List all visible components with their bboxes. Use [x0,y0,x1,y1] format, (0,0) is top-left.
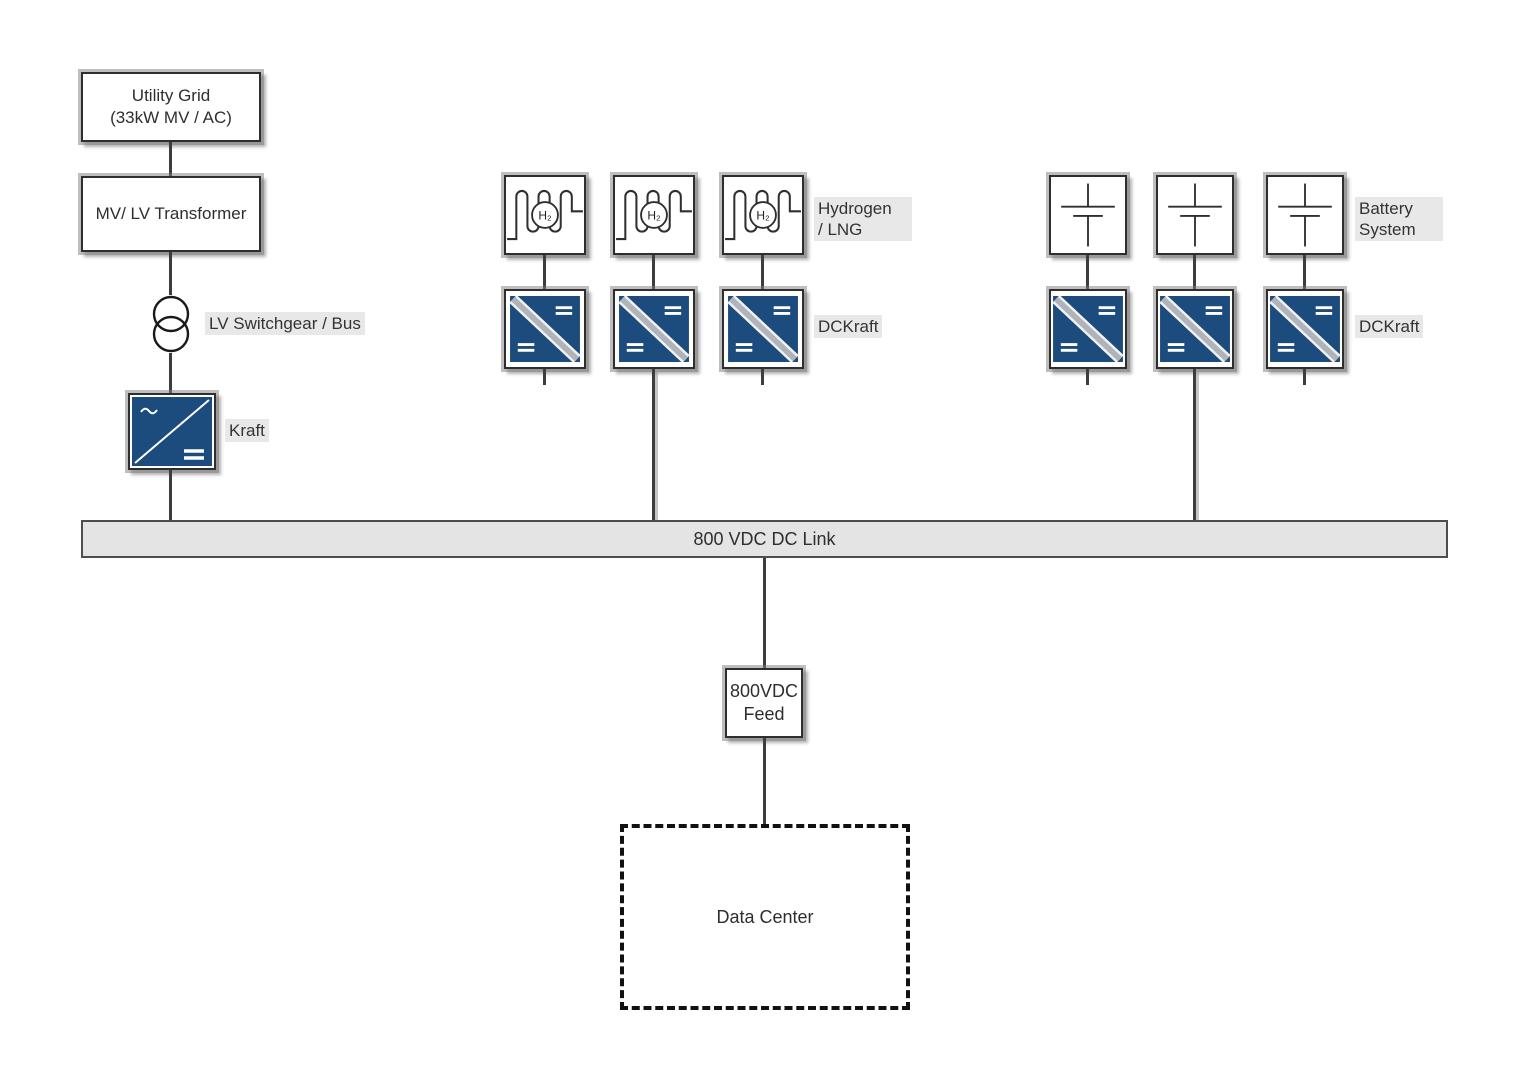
dc-dc-converter-icon [1160,296,1230,362]
hydrogen-unit-3: H₂ [722,175,804,255]
hydrogen-dc-converter-3 [722,289,804,369]
wire-batt-conv-to-bus [1193,369,1196,520]
battery-cell-icon [1278,183,1332,247]
utility-grid-label: Utility Grid [131,86,211,105]
hydrogen-coil-icon: H₂ [616,190,692,241]
utility-grid-rating: (33kW MV / AC) [110,108,232,127]
wire-batt-2 [1193,255,1196,289]
hydrogen-dc-converter-1 [504,289,586,369]
grid-ac-dc-converter [128,393,216,470]
grid-converter-label: Kraft [225,419,269,442]
lv-switchgear-label: LV Switchgear / Bus [205,312,365,335]
battery-cell-icon [1061,183,1115,247]
dc-dc-converter-icon [1053,296,1123,362]
hydrogen-dc-converters-label: DCKraft [814,315,883,338]
h2-symbol: H₂ [756,209,770,223]
hydrogen-group-label: Hydrogen / LNG [814,197,912,241]
wire-batt-3 [1303,255,1306,289]
battery-unit-1 [1049,175,1127,255]
dc-link-bus-label: 800 VDC DC Link [693,528,836,549]
wire-h2-conv-to-bus [652,369,655,520]
wire-bus-to-feed [763,558,766,668]
stub-h2-conv-1 [543,369,546,385]
wire-converter-to-bus [169,470,172,520]
battery-unit-2 [1156,175,1234,255]
h2-circle [531,201,559,229]
h2-symbol: H₂ [647,209,661,223]
wire-grid-to-transformer [169,142,172,176]
battery-dc-converter-3 [1266,289,1344,369]
battery-cell-icon [1168,183,1222,247]
dc-dc-converter-icon [619,296,689,362]
utility-grid-node: Utility Grid (33kW MV / AC) [81,72,261,142]
wire-h2-3 [761,255,764,289]
battery-unit-3 [1266,175,1344,255]
ac-dc-converter-icon [132,397,212,466]
wire-h2-2 [652,255,655,289]
hydrogen-coil-icon: H₂ [725,190,801,241]
dc-feed-sublabel: Feed [743,704,785,724]
h2-symbol: H₂ [538,209,552,223]
dc-feed-label: 800VDC [729,681,799,701]
h2-circle [749,201,777,229]
stub-batt-conv-3 [1303,369,1306,385]
battery-group-label: Battery System [1355,197,1443,241]
battery-dc-converter-1 [1049,289,1127,369]
wire-batt-1 [1086,255,1089,289]
hydrogen-unit-2: H₂ [613,175,695,255]
battery-dc-converters-label: DCKraft [1355,315,1424,338]
dc-dc-converter-icon [728,296,798,362]
wire-transformer-to-switchgear [169,252,172,295]
mv-lv-transformer-label: MV/ LV Transformer [95,204,247,223]
data-center-node: Data Center [620,824,910,1010]
wire-h2-1 [543,255,546,289]
stub-batt-conv-1 [1086,369,1089,385]
wire-feed-to-datacenter [763,738,766,824]
wire-switchgear-to-converter [169,353,172,393]
hydrogen-unit-1: H₂ [504,175,586,255]
dc-dc-converter-icon [1270,296,1340,362]
dc-dc-converter-icon [510,296,580,362]
battery-dc-converter-2 [1156,289,1234,369]
h2-circle [640,201,668,229]
transformer-circles-icon [152,295,190,353]
stub-h2-conv-3 [761,369,764,385]
hydrogen-dc-converter-2 [613,289,695,369]
dc-feed-node: 800VDC Feed [725,668,803,738]
dc-link-bus: 800 VDC DC Link [81,520,1448,558]
hydrogen-coil-icon: H₂ [507,190,583,241]
mv-lv-transformer-node: MV/ LV Transformer [81,176,261,252]
data-center-label: Data Center [716,906,814,927]
